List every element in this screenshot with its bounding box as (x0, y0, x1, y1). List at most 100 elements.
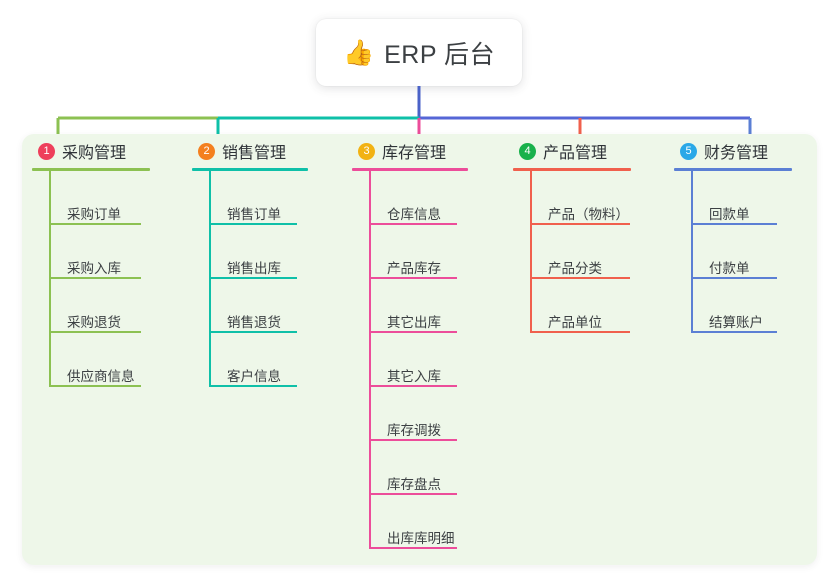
leaf-item-label: 其它入库 (387, 368, 441, 384)
leaf-item-label: 仓库信息 (387, 206, 441, 222)
leaf-item-label: 采购入库 (67, 260, 121, 276)
leaf-item-label: 销售出库 (227, 260, 281, 276)
branch-header-rule (352, 168, 468, 171)
branch-column-1: 1 采购管理采购订单采购入库采购退货供应商信息 (22, 134, 182, 565)
leaf-item-rule (530, 277, 630, 279)
branch-header-rule (192, 168, 308, 171)
branch-leaf-list: 产品（物料） 产品分类产品单位 (530, 171, 664, 333)
leaf-item[interactable]: 出库库明细 (369, 495, 503, 549)
leaf-item-label: 客户信息 (227, 368, 281, 384)
branch-number-badge: 2 (198, 142, 215, 160)
branch-leaf-list: 采购订单采购入库采购退货供应商信息 (49, 171, 182, 387)
branch-title: 库存管理 (382, 145, 447, 162)
leaf-item-label: 产品分类 (548, 260, 602, 276)
leaf-item[interactable]: 产品库存 (369, 225, 503, 279)
leaf-item[interactable]: 产品分类 (530, 225, 664, 279)
leaf-item[interactable]: 销售订单 (209, 171, 342, 225)
leaf-item[interactable]: 采购退货 (49, 279, 182, 333)
leaf-item-label: 销售订单 (227, 206, 281, 222)
leaf-item-rule (691, 223, 777, 225)
branch-header-rule (32, 168, 150, 171)
leaf-item-rule (209, 385, 297, 387)
leaf-item-label: 回款单 (709, 206, 750, 222)
leaf-item-rule (49, 385, 141, 387)
branch-header-5[interactable]: 5 财务管理 (664, 134, 817, 168)
leaf-item-rule (691, 331, 777, 333)
branch-title: 财务管理 (704, 145, 769, 162)
leaf-item[interactable]: 其它入库 (369, 333, 503, 387)
leaf-item-label: 付款单 (709, 260, 750, 276)
branch-title: 采购管理 (62, 145, 127, 162)
leaf-item-rule (369, 547, 457, 549)
leaf-item-label: 其它出库 (387, 314, 441, 330)
leaf-item[interactable]: 付款单 (691, 225, 817, 279)
leaf-item[interactable]: 采购入库 (49, 225, 182, 279)
leaf-item[interactable]: 其它出库 (369, 279, 503, 333)
branch-header-3[interactable]: 3 库存管理 (342, 134, 503, 168)
leaf-item-rule (209, 277, 297, 279)
leaf-item-label: 库存调拨 (387, 422, 441, 438)
leaf-item-rule (369, 331, 457, 333)
root-node-card[interactable]: 👍 ERP 后台 (316, 19, 522, 86)
branch-spine (209, 171, 211, 387)
leaf-item-rule (530, 331, 630, 333)
leaf-item-rule (49, 223, 141, 225)
branch-spine (49, 171, 51, 387)
branch-number-badge: 3 (358, 142, 375, 160)
branch-leaf-list: 回款单付款单结算账户 (691, 171, 817, 333)
leaf-item[interactable]: 产品（物料） (530, 171, 664, 225)
leaf-item[interactable]: 产品单位 (530, 279, 664, 333)
leaf-item-rule (209, 223, 297, 225)
leaf-item[interactable]: 库存调拨 (369, 387, 503, 441)
branch-column-4: 4 产品管理产品（物料） 产品分类产品单位 (503, 134, 664, 565)
branch-spine (691, 171, 693, 333)
branch-number-badge: 1 (38, 142, 55, 160)
leaf-item-rule (369, 493, 457, 495)
leaf-item-rule (691, 277, 777, 279)
leaf-item-rule (369, 223, 457, 225)
leaf-item-label: 采购订单 (67, 206, 121, 222)
branch-header-rule (674, 168, 792, 171)
leaf-item[interactable]: 结算账户 (691, 279, 817, 333)
leaf-item-rule (49, 331, 141, 333)
leaf-item-rule (369, 277, 457, 279)
branch-spine (369, 171, 371, 549)
leaf-item-label: 出库库明细 (387, 530, 455, 546)
branch-column-5: 5 财务管理回款单付款单结算账户 (664, 134, 817, 565)
leaf-item-label: 供应商信息 (67, 368, 135, 384)
branch-number-badge: 4 (519, 142, 536, 160)
leaf-item[interactable]: 仓库信息 (369, 171, 503, 225)
leaf-item[interactable]: 销售出库 (209, 225, 342, 279)
branch-title: 产品管理 (543, 145, 608, 162)
leaf-item-label: 产品单位 (548, 314, 602, 330)
leaf-item-rule (369, 385, 457, 387)
leaf-item-rule (530, 223, 630, 225)
thumbs-up-icon: 👍 (342, 38, 375, 67)
leaf-item-label: 库存盘点 (387, 476, 441, 492)
leaf-item-label: 采购退货 (67, 314, 121, 330)
leaf-item-rule (209, 331, 297, 333)
leaf-item[interactable]: 销售退货 (209, 279, 342, 333)
leaf-item[interactable]: 供应商信息 (49, 333, 182, 387)
branch-header-4[interactable]: 4 产品管理 (503, 134, 664, 168)
leaf-item-label: 结算账户 (709, 314, 763, 330)
leaf-item[interactable]: 客户信息 (209, 333, 342, 387)
branch-header-1[interactable]: 1 采购管理 (22, 134, 182, 168)
leaf-item-rule (49, 277, 141, 279)
leaf-item-label: 销售退货 (227, 314, 281, 330)
root-node-title: ERP 后台 (384, 40, 496, 69)
branch-leaf-list: 仓库信息产品库存其它出库其它入库库存调拨库存盘点出库库明细 (369, 171, 503, 549)
leaf-item[interactable]: 库存盘点 (369, 441, 503, 495)
branch-column-3: 3 库存管理仓库信息产品库存其它出库其它入库库存调拨库存盘点出库库明细 (342, 134, 503, 565)
leaf-item-label: 产品库存 (387, 260, 441, 276)
branch-leaf-list: 销售订单销售出库销售退货客户信息 (209, 171, 342, 387)
branch-number-badge: 5 (680, 142, 697, 160)
leaf-item[interactable]: 回款单 (691, 171, 817, 225)
leaf-item-label: 产品（物料） (548, 206, 629, 222)
branch-spine (530, 171, 532, 333)
branch-header-rule (513, 168, 631, 171)
leaf-item[interactable]: 采购订单 (49, 171, 182, 225)
